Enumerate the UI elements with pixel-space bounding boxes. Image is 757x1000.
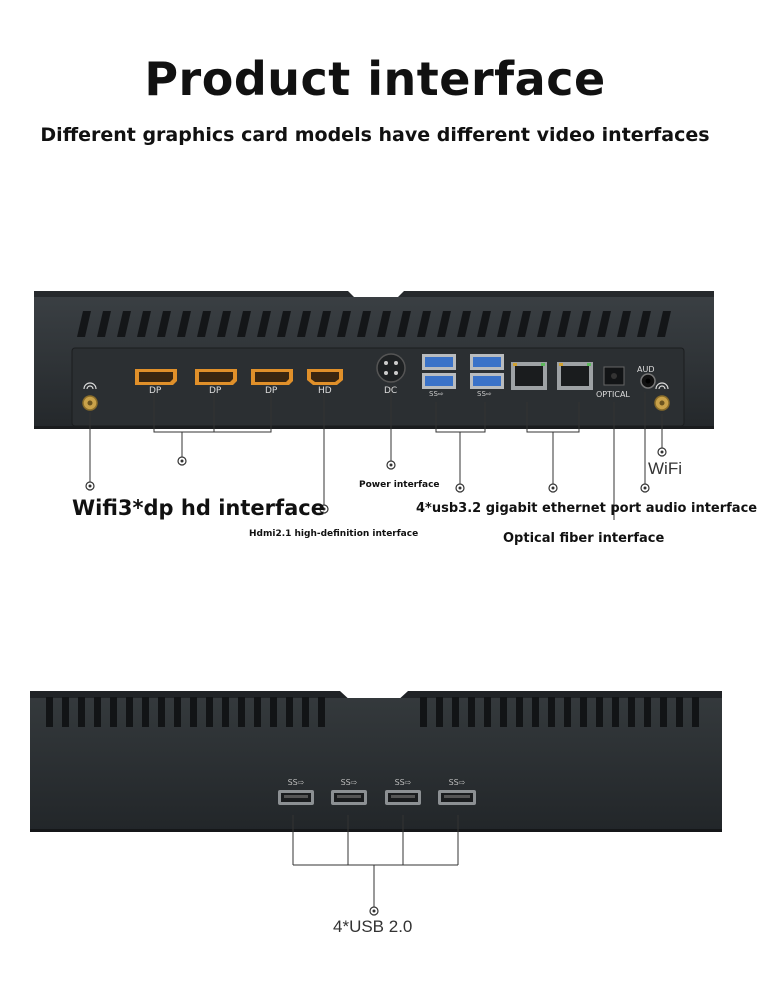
svg-text:SS⇨: SS⇨ — [395, 778, 412, 787]
usb-left-label: SS⇨ — [429, 390, 444, 398]
front-usb-callout: 4*USB 2.0 — [333, 917, 413, 936]
audio-jack — [640, 373, 656, 389]
usb-lan-audio-callout: 4*usb3.2 gigabit ethernet port audio int… — [416, 501, 757, 516]
wifi-antenna-left-icon — [82, 382, 98, 411]
ethernet-port-1 — [511, 362, 547, 390]
svg-text:SS⇨: SS⇨ — [449, 778, 466, 787]
dc-power-jack — [376, 353, 406, 383]
displayport-2 — [195, 369, 237, 385]
front-usb-2: SS⇨ — [331, 778, 367, 805]
displayport-1 — [135, 369, 177, 385]
usb32-stack-left — [422, 354, 456, 389]
dc-port-label: DC — [384, 386, 398, 396]
hd-port-label: HD — [318, 386, 332, 396]
optical-callout: Optical fiber interface — [503, 531, 665, 546]
front-usb-4: SS⇨ — [438, 778, 476, 805]
power-callout: Power interface — [359, 480, 440, 490]
wifi-antenna-right-icon — [654, 382, 670, 411]
aud-port-label: AUD — [637, 365, 655, 374]
rear-panel — [34, 291, 714, 520]
usb-right-label: SS⇨ — [477, 390, 492, 398]
rear-vents — [77, 311, 671, 337]
front-usb-1: SS⇨ — [278, 778, 314, 805]
svg-text:SS⇨: SS⇨ — [288, 778, 305, 787]
displayport-3 — [251, 369, 293, 385]
optical-port-label: OPTICAL — [596, 390, 630, 399]
page-title: Product interface — [144, 52, 606, 106]
dp1-port-label: DP — [149, 386, 162, 396]
rear-callout-lines — [89, 386, 663, 520]
display-callout: Wifi3*dp hd interface — [72, 496, 325, 520]
svg-text:SS⇨: SS⇨ — [341, 778, 358, 787]
wifi-callout: WiFi — [648, 459, 682, 478]
front-usb-3: SS⇨ — [385, 778, 421, 805]
dp3-port-label: DP — [265, 386, 278, 396]
optical-port — [603, 366, 625, 386]
usb32-stack-right — [470, 354, 504, 389]
front-vents — [46, 697, 699, 727]
page-subtitle: Different graphics card models have diff… — [40, 124, 710, 146]
hdmi-callout: Hdmi2.1 high-definition interface — [249, 529, 419, 539]
ethernet-port-2 — [557, 362, 593, 390]
dp2-port-label: DP — [209, 386, 222, 396]
front-panel: SS⇨ SS⇨ SS⇨ SS⇨ — [30, 691, 722, 916]
front-callout-lines — [292, 815, 459, 908]
hdmi-port — [307, 369, 343, 385]
